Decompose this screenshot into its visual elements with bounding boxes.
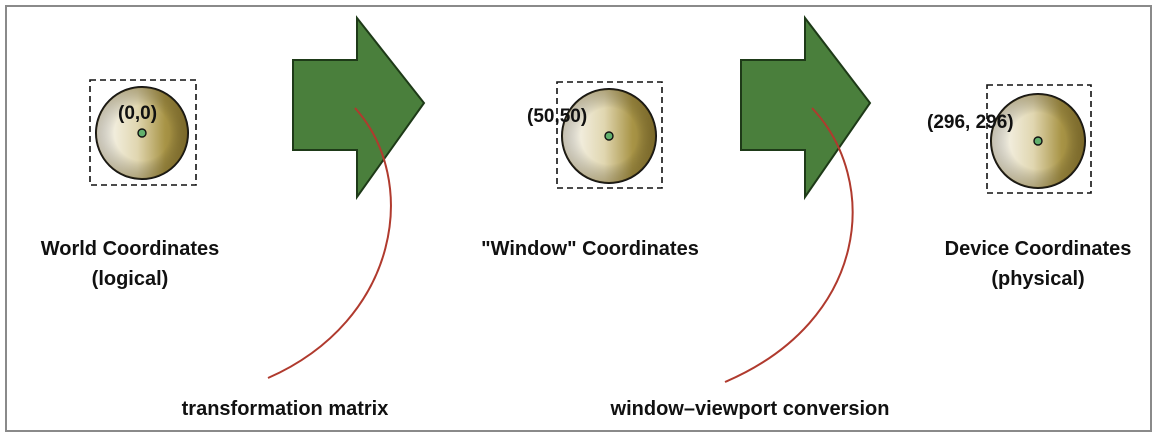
transform-arrow-1 xyxy=(292,15,426,201)
device-stage-title: Device Coordinates (physical) xyxy=(920,234,1156,294)
window-stage xyxy=(556,81,663,189)
transform-curve-2 xyxy=(724,107,854,383)
device-stage xyxy=(986,84,1092,194)
device-title-line1: Device Coordinates xyxy=(944,238,1132,260)
world-bounding-box xyxy=(89,79,197,186)
diagram-frame xyxy=(5,5,1152,432)
window-origin-label: (50,50) xyxy=(527,106,588,127)
transform-curve-1 xyxy=(267,107,392,379)
world-title-line2: (logical) xyxy=(91,268,169,290)
device-title-line2: (physical) xyxy=(991,268,1085,290)
world-origin-label: (0,0) xyxy=(118,103,158,124)
device-origin-label: (296, 296) xyxy=(927,112,1014,133)
window-bounding-box xyxy=(556,81,663,189)
world-title-line1: World Coordinates xyxy=(40,238,220,260)
world-origin-dot xyxy=(137,128,147,138)
world-stage-title: World Coordinates (logical) xyxy=(10,234,250,294)
window-stage-title: "Window" Coordinates xyxy=(440,234,740,264)
transformation-matrix-label: transformation matrix xyxy=(181,398,389,420)
device-origin-dot xyxy=(1033,136,1043,146)
transform-arrow-2 xyxy=(740,15,872,201)
window-viewport-conversion-label: window–viewport conversion xyxy=(610,398,890,420)
device-bounding-box xyxy=(986,84,1092,194)
world-stage xyxy=(89,79,197,186)
window-origin-dot xyxy=(604,131,614,141)
window-title-line1: "Window" Coordinates xyxy=(481,238,699,260)
